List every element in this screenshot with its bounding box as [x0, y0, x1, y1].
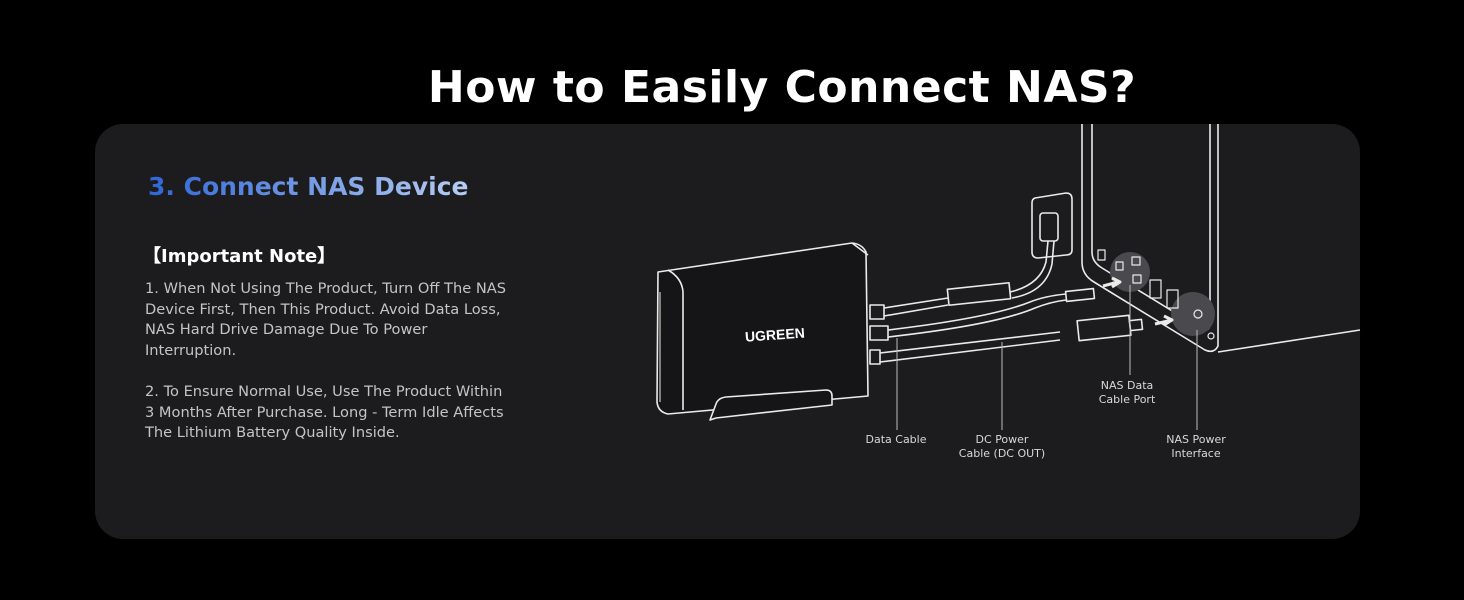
arrow-icon [1102, 276, 1122, 289]
ugreen-enclosure: UGREEN [656, 242, 869, 421]
note-item-1: 1. When Not Using The Product, Turn Off … [145, 280, 506, 359]
enclosure-stand [709, 389, 833, 421]
nas-device [1081, 124, 1361, 353]
power-adapter [946, 282, 1012, 306]
step-heading: 3. Connect NAS Device [148, 172, 469, 201]
label-data-cable: Data Cable [865, 433, 927, 446]
label-nas-power: NAS Power Interface [1166, 433, 1226, 460]
leader-lines [896, 285, 1198, 430]
page-title: How to Easily Connect NAS? [427, 62, 1137, 113]
label-dc-power-cable: DC Power Cable (DC OUT) [958, 433, 1046, 460]
wall-outlet [1009, 192, 1073, 299]
nas-power-highlight [1171, 292, 1215, 336]
note-item-2: 2. To Ensure Normal Use, Use The Product… [145, 383, 504, 441]
data-cable [887, 293, 1067, 338]
important-note-heading: 【Important Note】 [143, 246, 336, 267]
dc-power-cable [879, 331, 1061, 363]
arrow-icon [1154, 314, 1174, 327]
label-nas-data-port: NAS Data Cable Port [1098, 379, 1156, 406]
brand-logo: UGREEN [744, 325, 805, 345]
